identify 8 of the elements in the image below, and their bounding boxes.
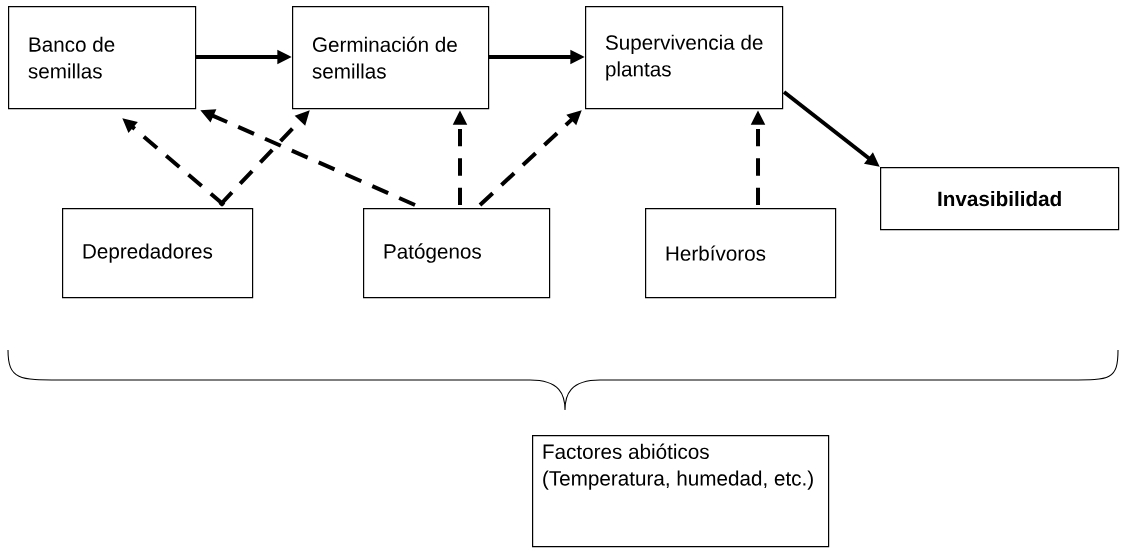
- factor-box: Factores abióticos (Temperatura, humedad, etc.): [532, 435, 830, 548]
- process-box: Banco de semillas: [8, 6, 197, 110]
- factor-box: Depredadores: [62, 208, 254, 299]
- factor-box: Patógenos: [363, 208, 551, 299]
- factor-box: Herbívoros: [645, 208, 837, 299]
- outcome-box: Invasibilidad: [880, 167, 1120, 231]
- process-box: Supervivencia de plantas: [585, 6, 784, 110]
- process-box: Germinación de semillas: [292, 6, 490, 110]
